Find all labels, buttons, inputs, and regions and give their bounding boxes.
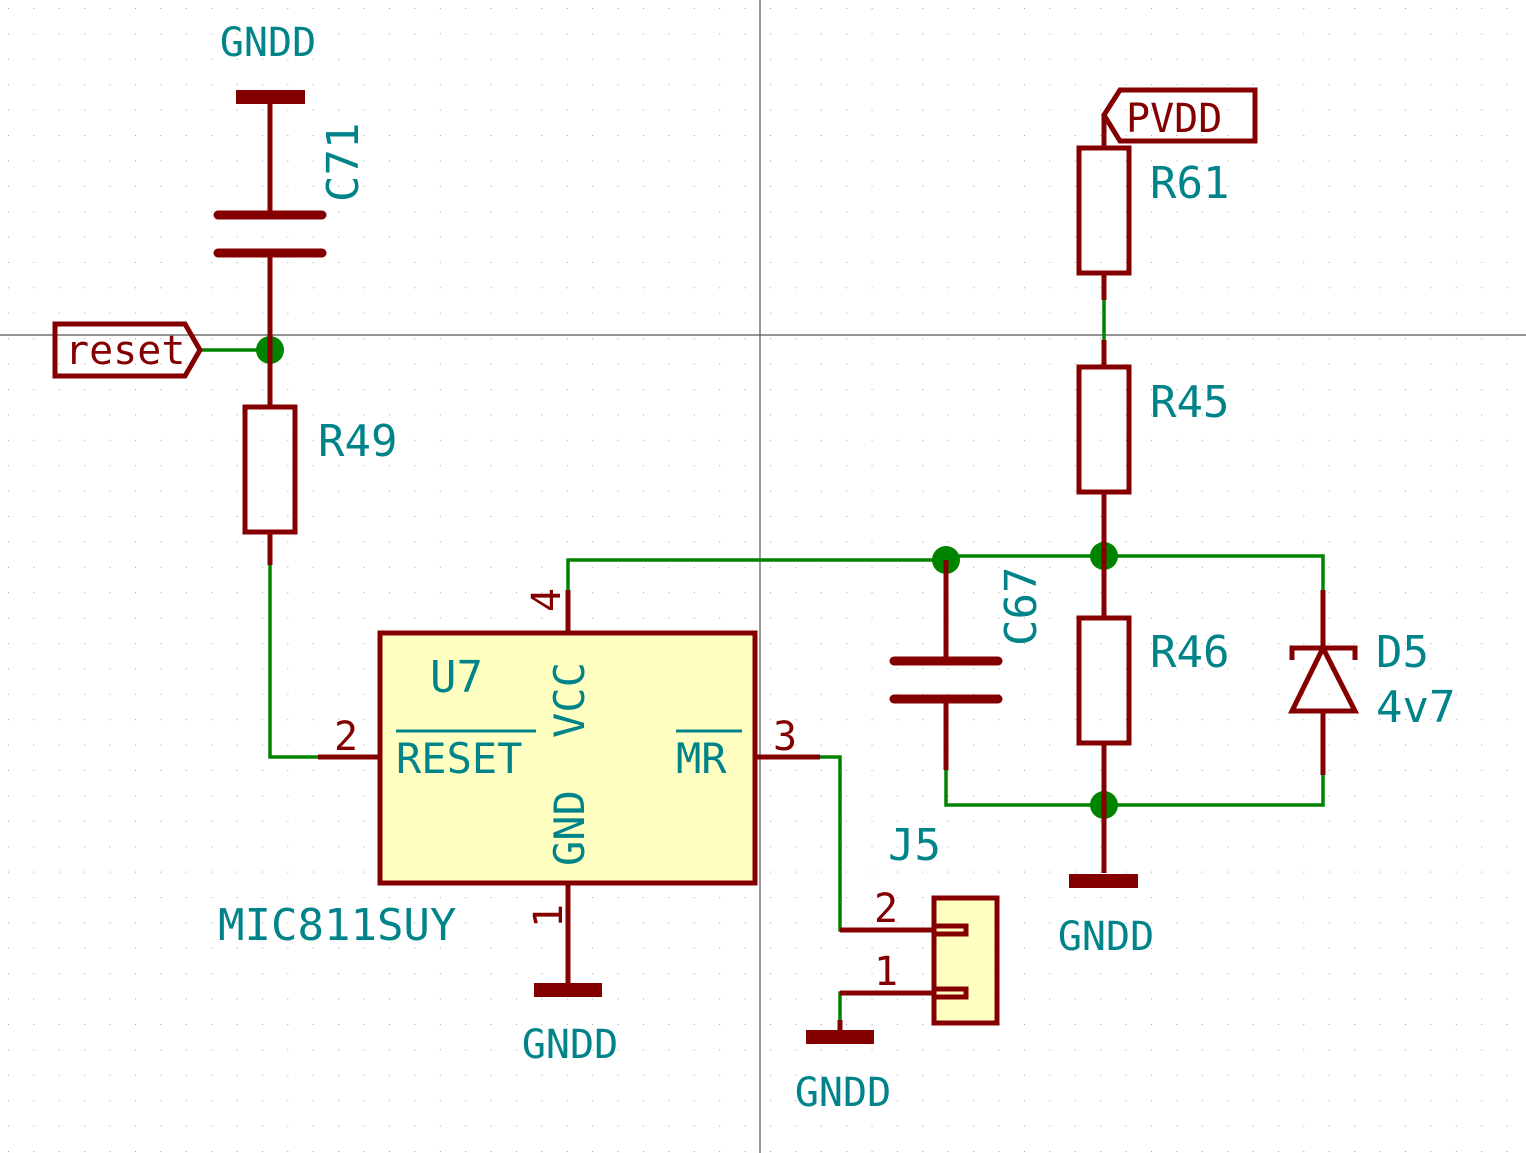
capacitor-c71[interactable]: C71 [213, 104, 369, 350]
connector-pin-2-contact [931, 923, 969, 937]
power-symbol-gndd-top[interactable]: GNDD [220, 20, 316, 104]
capacitor-c67[interactable]: C67 [889, 560, 1047, 770]
pin-name-reset: RESET [396, 734, 522, 783]
wire-gnd-net[interactable] [944, 770, 1325, 807]
power-symbol-gndd-u7[interactable]: GNDD [522, 983, 618, 1068]
pin-number: 1 [526, 904, 572, 928]
power-label: GNDD [220, 20, 316, 66]
component-ref: D5 [1376, 627, 1429, 678]
pin-name-mr: MR [676, 734, 727, 783]
global-label-reset[interactable]: reset [52, 321, 203, 379]
resistor-r45[interactable]: R45 [1076, 340, 1229, 556]
label-text: PVDD [1126, 96, 1222, 142]
label-outline [52, 321, 203, 379]
pin-number: 2 [874, 886, 898, 932]
pin-number: 2 [334, 714, 358, 760]
resistor-r61[interactable]: R61 [1076, 115, 1229, 300]
label-outline [1101, 87, 1258, 144]
component-ref: J5 [888, 820, 941, 871]
power-symbol-gndd-j5[interactable]: GNDD [795, 1020, 891, 1116]
power-symbol-gndd-right[interactable]: GNDD [1058, 874, 1154, 960]
power-label: GNDD [522, 1022, 618, 1068]
component-ref: U7 [430, 652, 483, 703]
component-ref: R61 [1150, 158, 1229, 209]
pin-number: 4 [524, 588, 570, 612]
wire-r49-to-reset-pin[interactable] [268, 565, 318, 759]
component-value: 4v7 [1376, 682, 1455, 733]
pin-number: 3 [773, 714, 797, 760]
component-ref: R46 [1150, 627, 1229, 678]
component-value: MIC811SUY [218, 900, 456, 951]
power-label: GNDD [795, 1070, 891, 1116]
global-label-pvdd[interactable]: PVDD [1101, 87, 1258, 144]
component-ref: C67 [996, 567, 1047, 646]
connector-body [931, 895, 1000, 1026]
connector-pin-1-contact [931, 986, 969, 1000]
ic-u7[interactable]: 4 VCC 2 RESET 3 MR 1 GND U7 MIC811SUY [218, 588, 820, 983]
label-text: reset [65, 328, 185, 374]
component-ref: R49 [318, 416, 397, 467]
pin-number: 1 [874, 949, 898, 995]
component-ref: R45 [1150, 377, 1229, 428]
component-ref: C71 [318, 123, 369, 202]
pin-name-gnd: GND [545, 790, 594, 866]
pin-name-vcc: VCC [545, 662, 594, 738]
power-label: GNDD [1058, 914, 1154, 960]
connector-j5[interactable]: 2 1 J5 [840, 820, 1000, 1026]
diode-d5[interactable]: D5 4v7 [1287, 590, 1455, 775]
resistor-r46[interactable]: R46 [1076, 556, 1229, 873]
resistor-r49[interactable]: R49 [242, 350, 397, 565]
